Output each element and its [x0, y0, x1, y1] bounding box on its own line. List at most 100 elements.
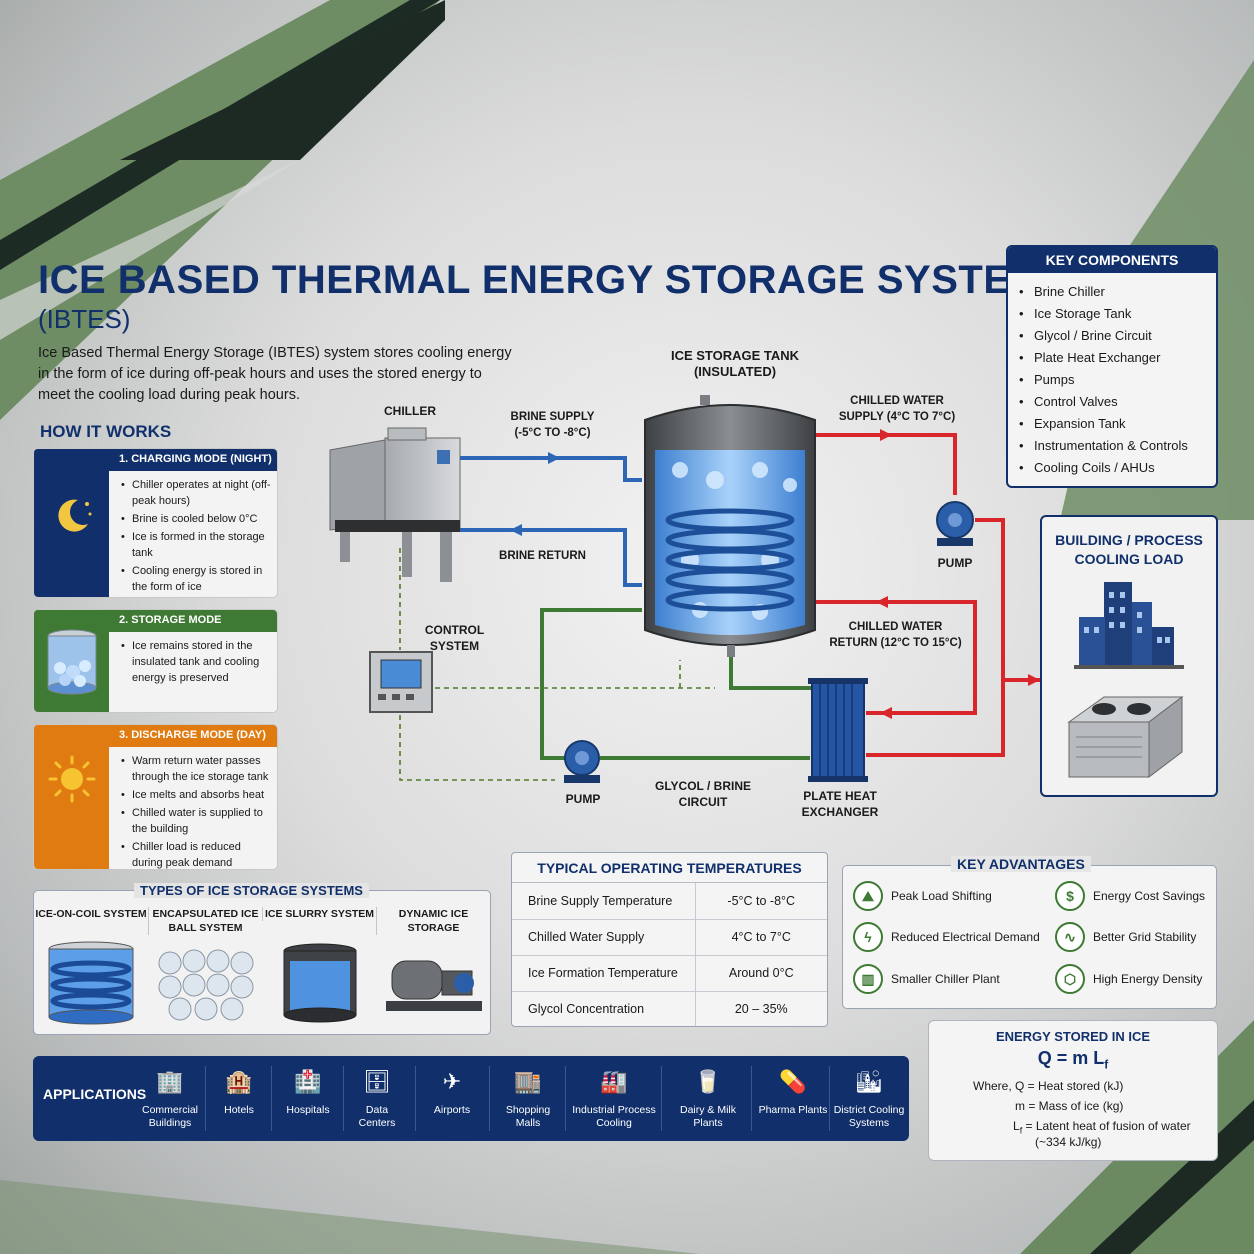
ice-slurry-icon: [283, 943, 357, 1023]
key-components-heading: KEY COMPONENTS: [1008, 247, 1216, 273]
list-item: Cooling energy is stored in the form of …: [119, 563, 271, 595]
page-title: ICE BASED THERMAL ENERGY STORAGE SYSTEM: [38, 258, 1045, 302]
pharma-icon: 💊: [779, 1069, 807, 1094]
plate-heat-exchanger-icon: [808, 678, 868, 782]
energy-density-icon: ⬡: [1055, 964, 1085, 994]
ice-on-coil-icon: [48, 941, 134, 1025]
list-item: Chiller load is reduced during peak dema…: [119, 839, 271, 869]
list-item: Chiller operates at night (off-peak hour…: [119, 477, 271, 509]
ice-storage-types-heading: TYPES OF ICE STORAGE SYSTEMS: [134, 883, 369, 898]
city-buildings-icon: [1074, 582, 1184, 669]
list-item: Chilled water is supplied to the buildin…: [119, 805, 271, 837]
shopping-mall-icon: 🏬: [514, 1069, 542, 1094]
pulse-icon: ∿: [1055, 922, 1085, 952]
ice-tank-icon: [47, 629, 97, 695]
key-advantages-panel: KEY ADVANTAGES ⛰Peak Load Shifting $Ener…: [842, 856, 1217, 1009]
storage-mode-points: Ice remains stored in the insulated tank…: [119, 638, 271, 688]
advantage-item: ⛰Peak Load Shifting: [853, 881, 992, 911]
list-item: Warm return water passes through the ice…: [119, 753, 271, 785]
charging-mode-points: Chiller operates at night (off-peak hour…: [119, 477, 271, 597]
table-cell: Brine Supply Temperature: [512, 883, 695, 920]
control-signal-lines: [399, 548, 715, 781]
control-system-label: CONTROL SYSTEM: [424, 623, 485, 653]
type-encapsulated: ENCAPSULATED ICE BALL SYSTEM: [148, 907, 262, 935]
q-definition: Q = Heat stored (kJ): [1015, 1079, 1124, 1093]
brine-return-label: BRINE RETURN: [499, 550, 586, 562]
dynamic-ice-icon: [386, 960, 482, 1011]
list-item: Plate Heat Exchanger: [1019, 347, 1216, 369]
application-item: 🏥Hospitals: [277, 1068, 339, 1117]
how-it-works-heading: HOW IT WORKS: [40, 422, 172, 441]
building-load-heading: BUILDING / PROCESS COOLING LOAD: [1055, 532, 1203, 567]
ice-storage-types-panel: TYPES OF ICE STORAGE SYSTEMS ICE-ON-COIL…: [33, 883, 491, 1035]
l-definition: Lf = Latent heat of fusion of water: [1013, 1119, 1191, 1136]
l-value: (~334 kJ/kg): [1035, 1135, 1102, 1149]
application-item: 💊Pharma Plants: [755, 1068, 831, 1117]
list-item: Expansion Tank: [1019, 413, 1216, 435]
application-item: 🏢Commercial Buildings: [137, 1068, 203, 1130]
application-item: 🏭Industrial Process Cooling: [572, 1069, 656, 1129]
peak-load-icon: ⛰: [853, 881, 883, 911]
advantage-item: ∿Better Grid Stability: [1055, 922, 1196, 952]
industrial-icon: 🏭: [600, 1069, 628, 1094]
list-item: Pumps: [1019, 369, 1216, 391]
chilled-water-lines: [815, 433, 1040, 757]
advantage-item: ⬡High Energy Density: [1055, 964, 1202, 994]
moon-stars-icon: [58, 499, 92, 532]
pump-bottom-label: PUMP: [565, 792, 601, 806]
list-item: Ice remains stored in the insulated tank…: [119, 638, 271, 686]
list-item: Brine is cooled below 0°C: [119, 511, 271, 527]
discharge-mode-points: Warm return water passes through the ice…: [119, 753, 271, 869]
discharge-mode-title: 3. DISCHARGE MODE (DAY): [34, 725, 277, 747]
storage-mode-title: 2. STORAGE MODE: [34, 610, 277, 632]
charging-mode-title: 1. CHARGING MODE (NIGHT): [34, 449, 277, 471]
data-center-icon: 🗄: [363, 1069, 391, 1094]
advantage-item: ▥Smaller Chiller Plant: [853, 964, 1000, 994]
commercial-building-icon: 🏢: [156, 1069, 184, 1094]
list-item: Ice is formed in the storage tank: [119, 529, 271, 561]
application-item: 🏨Hotels: [211, 1068, 267, 1117]
type-ice-slurry: ICE SLURRY SYSTEM: [262, 907, 376, 921]
airport-icon: ✈: [442, 1069, 462, 1094]
brine-supply-line: [460, 456, 642, 482]
list-item: Ice melts and absorbs heat: [119, 787, 271, 803]
list-item: Ice Storage Tank: [1019, 303, 1216, 325]
discharge-mode-card: 3. DISCHARGE MODE (DAY) Warm return wate…: [33, 724, 278, 870]
dairy-icon: 🥛: [694, 1069, 722, 1094]
glycol-circuit-line: [540, 608, 812, 760]
applications-bar: APPLICATIONS 🏢Commercial Buildings 🏨Hote…: [33, 1056, 909, 1141]
lightning-icon: ϟ: [853, 922, 883, 952]
applications-heading: APPLICATIONS: [43, 1086, 147, 1102]
glycol-circuit-label: GLYCOL / BRINE CIRCUIT: [654, 779, 752, 809]
ice-tank-label: ICE STORAGE TANK (INSULATED): [670, 348, 800, 379]
pump-top-icon: [936, 501, 974, 546]
application-item: ✈Airports: [421, 1068, 483, 1117]
sun-icon: [48, 755, 96, 803]
page-subtitle: (IBTES): [38, 304, 131, 334]
chilled-supply-label: CHILLED WATER SUPPLY (4°C TO 7°C): [838, 395, 956, 423]
temperatures-table: Brine Supply Temperature-5°C to -8°C Chi…: [512, 883, 827, 1026]
table-cell: Around 0°C: [694, 955, 827, 992]
hospital-icon: 🏥: [294, 1069, 322, 1094]
chiller-label: CHILLER: [384, 404, 436, 418]
list-item: Instrumentation & Controls: [1019, 435, 1216, 457]
application-item: 🏬Shopping Malls: [495, 1068, 561, 1130]
chilled-return-label: CHILLED WATER RETURN (12°C TO 15°C): [829, 621, 962, 649]
table-cell: Ice Formation Temperature: [512, 955, 695, 992]
intro-text: Ice Based Thermal Energy Storage (IBTES)…: [38, 345, 512, 403]
m-definition: m = Mass of ice (kg): [1015, 1099, 1124, 1113]
type-dynamic: DYNAMIC ICE STORAGE: [376, 907, 490, 935]
type-ice-on-coil: ICE-ON-COIL SYSTEM: [35, 908, 147, 920]
table-row: Brine Supply Temperature-5°C to -8°C: [512, 883, 827, 920]
list-item: Brine Chiller: [1019, 281, 1216, 303]
charging-mode-card: 1. CHARGING MODE (NIGHT) Chiller operate…: [33, 448, 278, 598]
list-item: Glycol / Brine Circuit: [1019, 325, 1216, 347]
advantage-item: $Energy Cost Savings: [1055, 881, 1205, 911]
list-item: Control Valves: [1019, 391, 1216, 413]
ice-ball-icon: [158, 949, 254, 1021]
